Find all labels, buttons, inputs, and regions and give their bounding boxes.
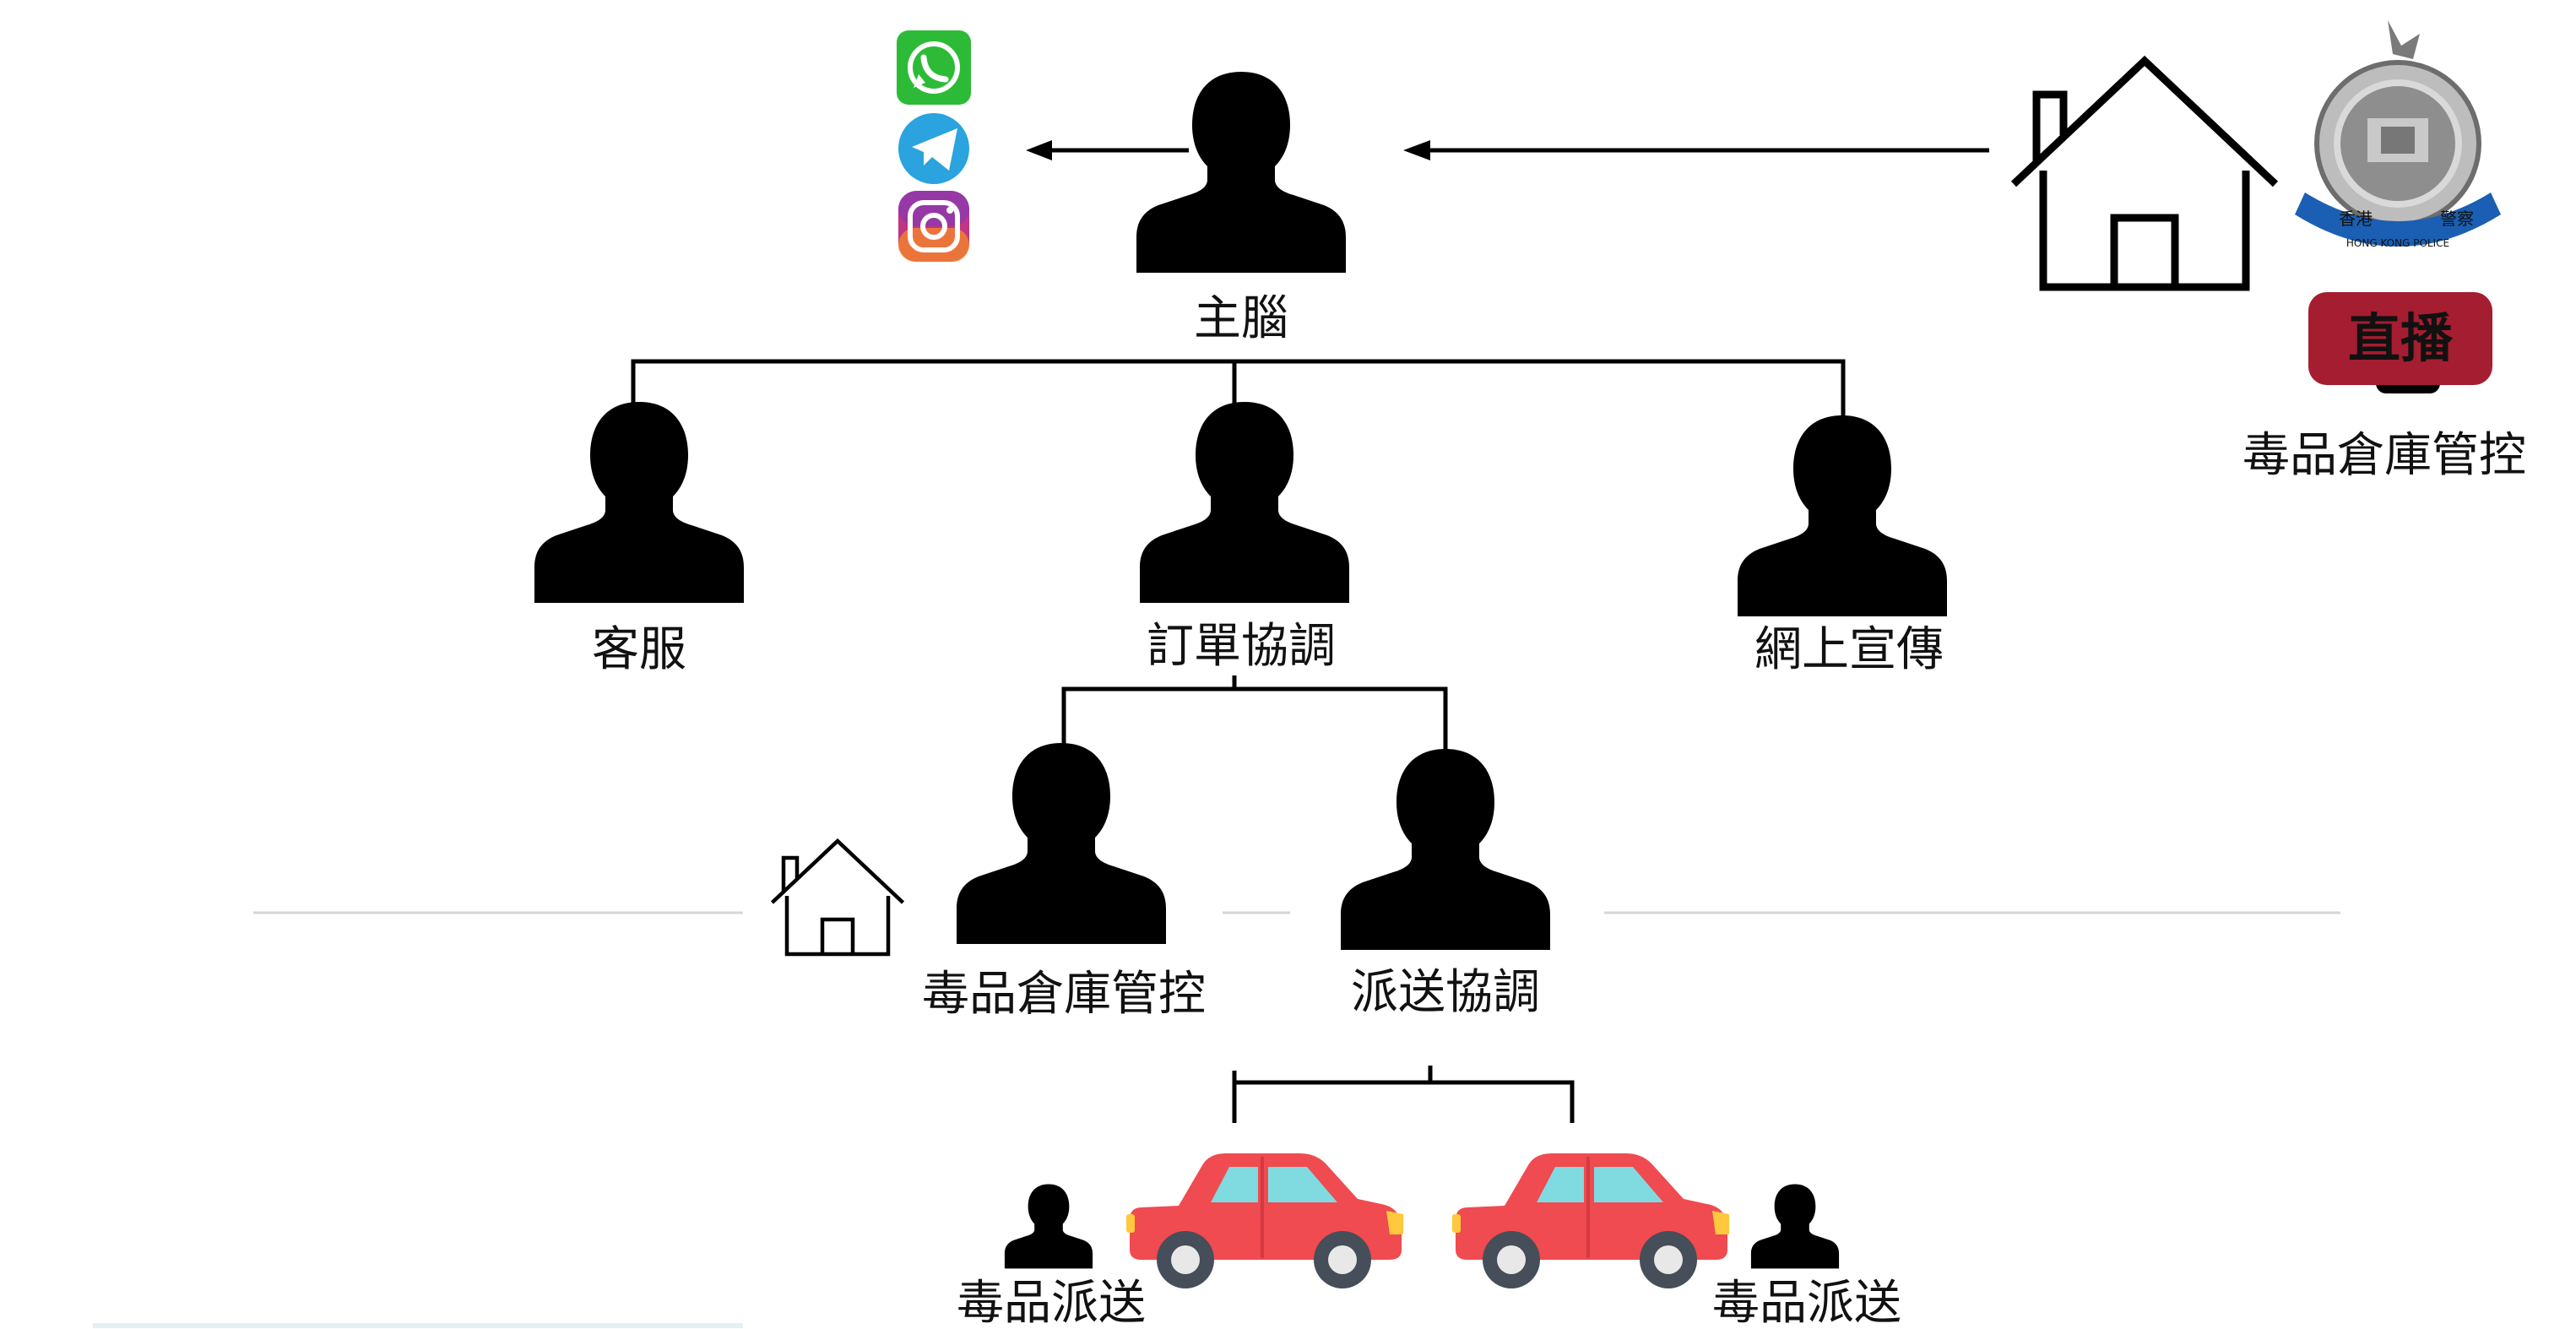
warehouse-control-silhouette bbox=[957, 743, 1166, 944]
instagram-icon bbox=[898, 191, 969, 262]
badge-ribbon-text: HONG KONG POLICE bbox=[2346, 237, 2449, 249]
order-coordination-label: 訂單協調 bbox=[1147, 619, 1336, 674]
car-icon-right bbox=[1452, 1153, 1729, 1288]
badge-left-text: 香港 bbox=[2339, 209, 2373, 229]
online-promotion-silhouette bbox=[1738, 415, 1947, 616]
live-badge-text: 直播 bbox=[2348, 307, 2454, 369]
customer-service-silhouette bbox=[534, 402, 744, 603]
delivery-driver-left-silhouette bbox=[1004, 1184, 1093, 1269]
online-promotion-label: 網上宣傳 bbox=[1754, 622, 1944, 677]
warehouse-control-label: 毒品倉庫管控 bbox=[922, 967, 1206, 1022]
customer-service-label: 客服 bbox=[592, 622, 686, 677]
house-icon-large bbox=[2014, 61, 2275, 287]
delivery-right-label: 毒品派送 bbox=[1712, 1276, 1901, 1329]
delivery-left-label: 毒品派送 bbox=[957, 1276, 1146, 1329]
delivery-coordination-silhouette bbox=[1341, 749, 1550, 950]
connector-lines bbox=[631, 359, 1846, 1123]
car-icon-left bbox=[1126, 1153, 1403, 1288]
telegram-icon bbox=[898, 113, 969, 184]
arrow-from-warehouse bbox=[1403, 140, 1989, 160]
mastermind-silhouette bbox=[1136, 72, 1346, 273]
badge-right-text: 警察 bbox=[2440, 209, 2474, 229]
arrow-to-apps bbox=[1026, 140, 1189, 160]
live-badge: 直播 bbox=[2308, 292, 2492, 393]
mastermind-label: 主腦 bbox=[1194, 291, 1288, 346]
police-caption-label: 毒品倉庫管控 bbox=[2242, 428, 2526, 483]
delivery-driver-right-silhouette bbox=[1750, 1184, 1840, 1269]
delivery-coordination-label: 派送協調 bbox=[1351, 965, 1540, 1020]
house-icon-small bbox=[773, 841, 903, 954]
hong-kong-police-badge-icon: 香港 警察 HONG KONG POLICE bbox=[2295, 20, 2501, 249]
whatsapp-icon bbox=[897, 30, 971, 105]
order-coordination-silhouette bbox=[1140, 402, 1349, 603]
